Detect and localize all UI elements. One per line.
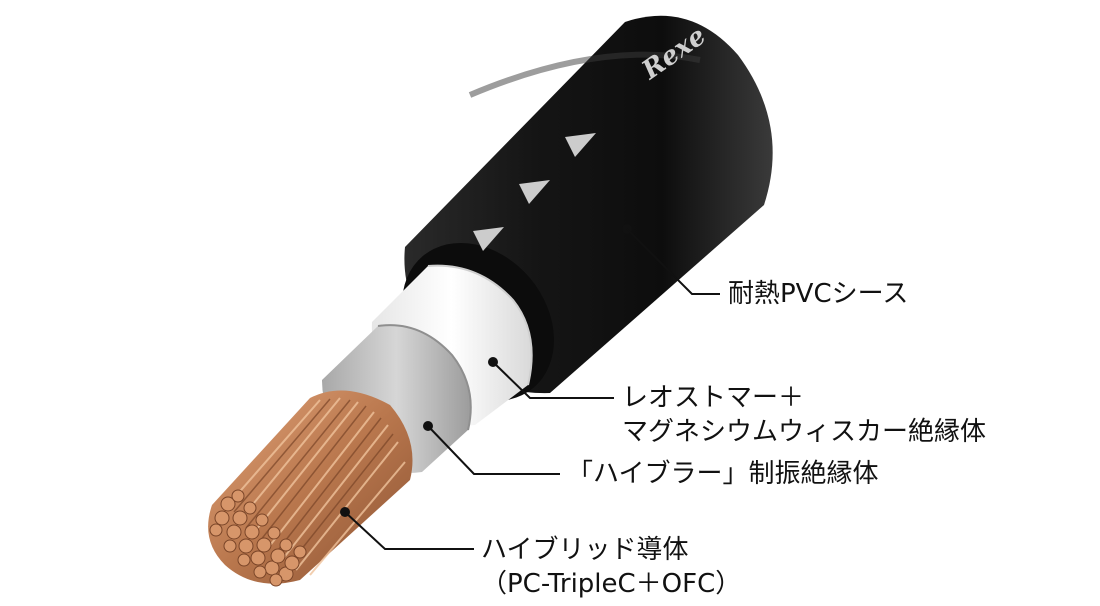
- label-line: マグネシウムウィスカー絶縁体: [622, 417, 987, 447]
- leader-outer-insulation: [488, 357, 614, 399]
- arrow-mark: [519, 180, 550, 204]
- label-damping-insulation: 「ハイブラー」制振絶縁体: [567, 457, 878, 491]
- label-line: 耐熱PVCシース: [728, 279, 909, 309]
- label-line: ハイブリッド導体: [481, 535, 689, 565]
- arrow-mark: [473, 227, 504, 251]
- arrow-mark: [565, 133, 596, 157]
- label-line: 「ハイブラー」制振絶縁体: [567, 459, 879, 489]
- label-line: （PC-TripleC＋OFC）: [481, 569, 742, 599]
- leader-lines: [340, 224, 720, 550]
- strand-ends: [209, 489, 307, 587]
- label-pvc-sheath: 耐熱PVCシース: [728, 277, 908, 311]
- hybrid-conductor: [208, 390, 413, 587]
- leader-conductor: [340, 507, 474, 550]
- label-outer-insulation: レオストマー＋ マグネシウムウィスカー絶縁体: [622, 381, 986, 449]
- leader-sheath: [622, 224, 720, 295]
- leader-inner-insulation: [423, 421, 560, 475]
- arrow-marks: [473, 133, 596, 251]
- label-hybrid-conductor: ハイブリッド導体 （PC-TripleC＋OFC）: [481, 533, 741, 601]
- label-line: レオストマー＋: [622, 383, 805, 413]
